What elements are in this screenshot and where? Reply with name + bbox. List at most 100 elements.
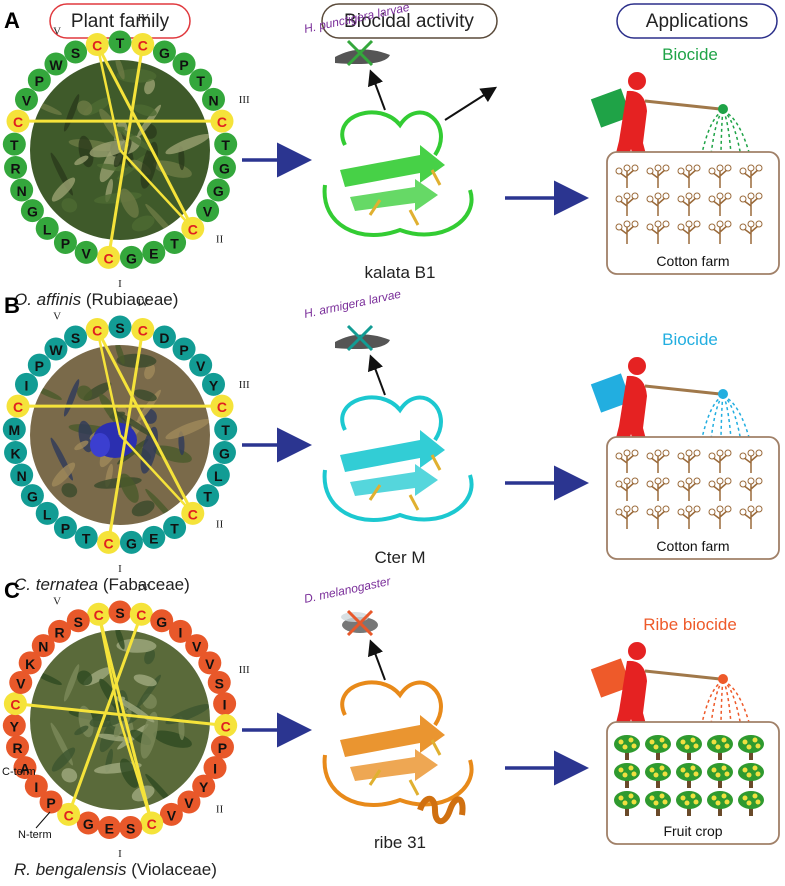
farm-box bbox=[606, 721, 780, 845]
residue-letter: C bbox=[188, 506, 198, 522]
fruit-tree bbox=[749, 804, 753, 816]
protein-structure bbox=[322, 680, 474, 825]
application-label: Biocide bbox=[662, 45, 718, 64]
residue-letter: V bbox=[196, 358, 206, 374]
residue-bead bbox=[152, 325, 176, 349]
residue-bead bbox=[172, 337, 196, 361]
residue-bead bbox=[44, 337, 68, 361]
residue-bead bbox=[192, 774, 216, 798]
residue-letter: C bbox=[13, 399, 23, 415]
disulfide-stick bbox=[408, 209, 420, 226]
cysteine-bead bbox=[3, 692, 27, 716]
cross-mark bbox=[346, 39, 374, 67]
residue-letter: G bbox=[83, 816, 94, 832]
residue-bead bbox=[206, 463, 230, 487]
disulfide-bond bbox=[119, 149, 194, 230]
loop-label: IV bbox=[137, 297, 149, 309]
cysteine-bead bbox=[181, 216, 205, 240]
species-name: R. bengalensis bbox=[14, 860, 127, 879]
residue-bead bbox=[76, 811, 100, 835]
spray-droplets bbox=[700, 680, 724, 728]
residue-bead bbox=[6, 735, 30, 759]
residue-letter: G bbox=[27, 489, 38, 505]
cysteine-bead bbox=[85, 33, 109, 57]
loop-label: II bbox=[216, 519, 224, 531]
residue-letter: C bbox=[13, 114, 23, 130]
residue-letter: T bbox=[116, 35, 125, 51]
cysteine-bead bbox=[214, 713, 238, 737]
residue-bead bbox=[185, 634, 209, 658]
farm-box bbox=[606, 151, 780, 275]
spray-droplets bbox=[710, 395, 724, 440]
target-arrow bbox=[367, 639, 386, 681]
residue-letter: E bbox=[105, 820, 114, 836]
residue-letter: R bbox=[54, 624, 64, 640]
loop-label: I bbox=[118, 848, 122, 860]
panel-letter: C bbox=[4, 578, 20, 603]
residue-bead bbox=[35, 501, 59, 525]
panel-a: ACTCGPTNCTGGVCTEGCVPLGNRTCVPWSVIVIIIIIIV… bbox=[2, 0, 780, 309]
residue-letter: P bbox=[61, 236, 70, 252]
residue-bead bbox=[119, 245, 143, 269]
residue-letter: T bbox=[203, 489, 212, 505]
target-organism-label: H. armigera larvae bbox=[303, 287, 403, 321]
residue-letter: C bbox=[217, 399, 227, 415]
beta-sheet bbox=[350, 749, 438, 781]
biocidal-header-box bbox=[321, 3, 498, 39]
residue-bead bbox=[53, 516, 77, 540]
fruit-tree bbox=[625, 776, 629, 788]
residue-letter: P bbox=[179, 57, 188, 73]
cysteine-bead bbox=[87, 602, 111, 626]
family-name: (Fabaceae) bbox=[98, 575, 190, 594]
residue-letter: P bbox=[46, 795, 55, 811]
residue-bead bbox=[202, 87, 226, 111]
fruit-tree bbox=[749, 748, 753, 760]
residue-letter: V bbox=[192, 639, 202, 655]
spray-droplets bbox=[700, 395, 724, 443]
residue-letter: V bbox=[167, 807, 177, 823]
residue-bead bbox=[213, 692, 237, 716]
residue-letter: C bbox=[103, 535, 113, 551]
residue-bead bbox=[206, 178, 230, 202]
disulfide-bond bbox=[118, 719, 153, 824]
cysteine-bead bbox=[97, 245, 121, 269]
residue-bead bbox=[212, 155, 236, 179]
disulfide-bond bbox=[107, 329, 145, 543]
residue-letter: N bbox=[17, 183, 27, 199]
residue-letter: W bbox=[49, 57, 63, 73]
residue-letter: D bbox=[159, 330, 169, 346]
cysteine-bead bbox=[85, 318, 109, 342]
residue-letter: S bbox=[115, 605, 124, 621]
disulfide-stick bbox=[408, 779, 420, 796]
residue-letter: A bbox=[20, 761, 30, 777]
residue-bead bbox=[66, 609, 90, 633]
residue-letter: C bbox=[217, 114, 227, 130]
loop-label: V bbox=[53, 596, 61, 608]
crop-label: Cotton farm bbox=[656, 538, 729, 554]
spray-droplets bbox=[722, 395, 732, 439]
residue-letter: S bbox=[215, 675, 224, 691]
residue-bead bbox=[2, 713, 26, 737]
beta-sheet bbox=[350, 179, 438, 211]
residue-letter: G bbox=[126, 535, 137, 551]
plant-family-header-text: Plant family bbox=[71, 11, 170, 32]
residue-bead bbox=[97, 815, 121, 839]
spray-droplets bbox=[722, 680, 732, 724]
sprayer-head bbox=[628, 72, 646, 90]
cysteine-bead bbox=[181, 501, 205, 525]
residue-bead bbox=[44, 52, 68, 76]
residue-letter: C bbox=[64, 807, 74, 823]
disulfide-bond bbox=[97, 613, 154, 824]
panel-letter: A bbox=[4, 8, 20, 33]
residue-letter: T bbox=[196, 73, 205, 89]
crop-label: Fruit crop bbox=[663, 823, 722, 839]
residue-letter: L bbox=[214, 468, 223, 484]
residue-bead bbox=[152, 40, 176, 64]
residue-bead bbox=[163, 231, 187, 255]
disulfide-bond bbox=[95, 328, 195, 515]
header-plant-family: Plant family bbox=[49, 3, 191, 39]
loop-label: IV bbox=[137, 582, 149, 594]
residue-letter: V bbox=[82, 245, 92, 261]
beta-sheet bbox=[340, 145, 445, 187]
c-term-label: C-term bbox=[2, 766, 36, 778]
